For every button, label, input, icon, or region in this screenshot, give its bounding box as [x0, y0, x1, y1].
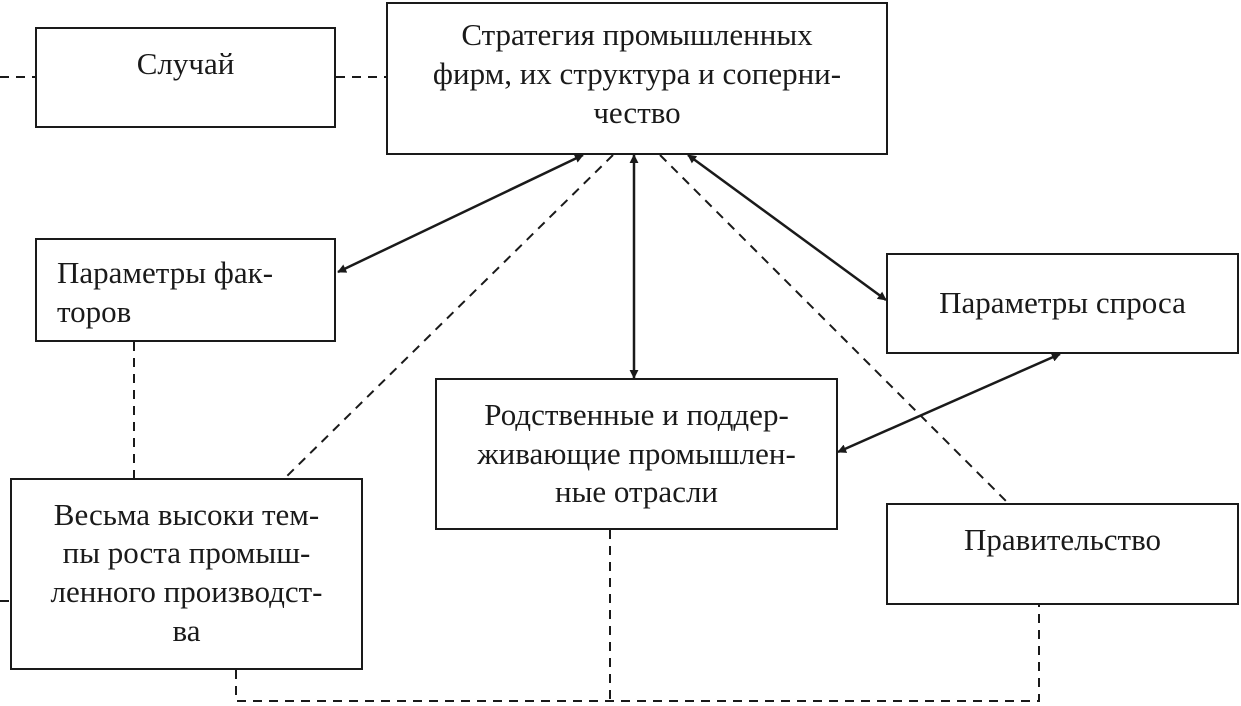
node-growth-label: Весьма высоки тем- пы роста промыш- ленн…	[50, 496, 323, 648]
dashed-strategy-growth	[284, 154, 614, 479]
node-factors: Параметры фак- торов	[35, 238, 336, 342]
arrow-strategy-demand	[687, 153, 887, 302]
node-chance: Случай	[35, 27, 336, 128]
node-related: Родственные и поддер- живающие промышлен…	[435, 378, 838, 530]
node-chance-label: Случай	[136, 46, 235, 81]
dashed-bottom-bus	[235, 605, 1040, 702]
node-factors-label: Параметры фак- торов	[57, 255, 274, 329]
node-strategy: Стратегия промышленных фирм, их структур…	[386, 2, 888, 155]
node-growth: Весьма высоки тем- пы роста промыш- ленн…	[10, 478, 363, 670]
arrow-demand-related	[837, 352, 1061, 454]
node-demand-label: Параметры спроса	[939, 285, 1186, 321]
node-related-label: Родственные и поддер- живающие промышлен…	[477, 396, 796, 510]
node-demand: Параметры спроса	[886, 253, 1239, 354]
arrow-strategy-factors	[337, 153, 584, 274]
dashed-strategy-government	[659, 154, 1009, 504]
node-government: Правительство	[886, 503, 1239, 605]
node-government-label: Правительство	[963, 522, 1162, 557]
node-strategy-label: Стратегия промышленных фирм, их структур…	[432, 17, 842, 130]
